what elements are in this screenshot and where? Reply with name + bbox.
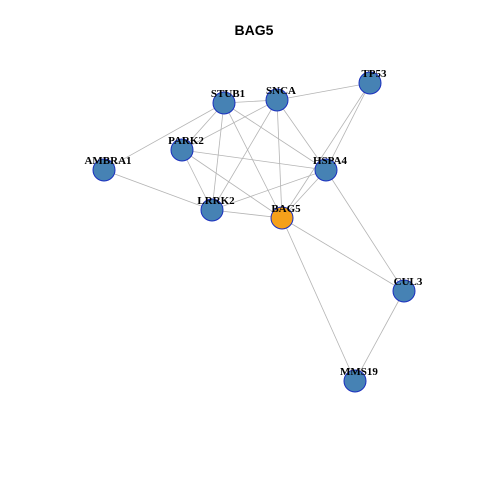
edge-stub1-lrrk2 (211, 102, 225, 211)
node-snca[interactable] (265, 88, 289, 112)
node-label-cul3: CUL3 (394, 276, 423, 288)
edge-cul3-mms19 (354, 290, 405, 382)
edges-layer (103, 82, 405, 382)
edge-hspa4-lrrk2 (211, 169, 327, 211)
edge-snca-lrrk2 (211, 99, 278, 211)
node-tp53[interactable] (358, 71, 382, 95)
edge-lrrk2-bag5 (211, 209, 283, 219)
edge-tp53-bag5 (281, 82, 371, 219)
node-mms19[interactable] (343, 369, 367, 393)
node-cul3[interactable] (392, 279, 416, 303)
edge-snca-tp53 (276, 82, 371, 101)
edge-snca-bag5 (276, 99, 283, 219)
node-label-park2: PARK2 (168, 135, 204, 147)
node-park2[interactable] (170, 138, 194, 162)
nodes-layer (92, 71, 416, 393)
edge-bag5-cul3 (281, 217, 405, 292)
edge-stub1-hspa4 (223, 102, 327, 171)
node-label-mms19: MMS19 (340, 366, 378, 378)
node-label-stub1: STUB1 (211, 88, 245, 100)
node-label-tp53: TP53 (361, 68, 387, 80)
edge-park2-hspa4 (181, 149, 327, 171)
edge-tp53-hspa4 (325, 82, 371, 171)
edge-snca-hspa4 (276, 99, 327, 171)
graph-title: BAG5 (235, 22, 274, 38)
edge-stub1-ambra1 (103, 102, 225, 171)
edge-hspa4-cul3 (325, 169, 405, 292)
node-ambra1[interactable] (92, 158, 116, 182)
node-label-ambra1: AMBRA1 (84, 155, 131, 167)
edge-ambra1-lrrk2 (103, 169, 213, 211)
edge-bag5-mms19 (281, 217, 356, 382)
edge-stub1-bag5 (223, 102, 283, 219)
edge-snca-park2 (181, 99, 278, 151)
edge-park2-bag5 (181, 149, 283, 219)
node-hspa4[interactable] (314, 158, 338, 182)
node-label-hspa4: HSPA4 (313, 155, 348, 167)
node-stub1[interactable] (212, 91, 236, 115)
node-bag5[interactable] (270, 206, 294, 230)
node-label-lrrk2: LRRK2 (197, 195, 235, 207)
node-label-snca: SNCA (266, 85, 296, 97)
node-label-bag5: BAG5 (271, 203, 301, 215)
node-lrrk2[interactable] (200, 198, 224, 222)
